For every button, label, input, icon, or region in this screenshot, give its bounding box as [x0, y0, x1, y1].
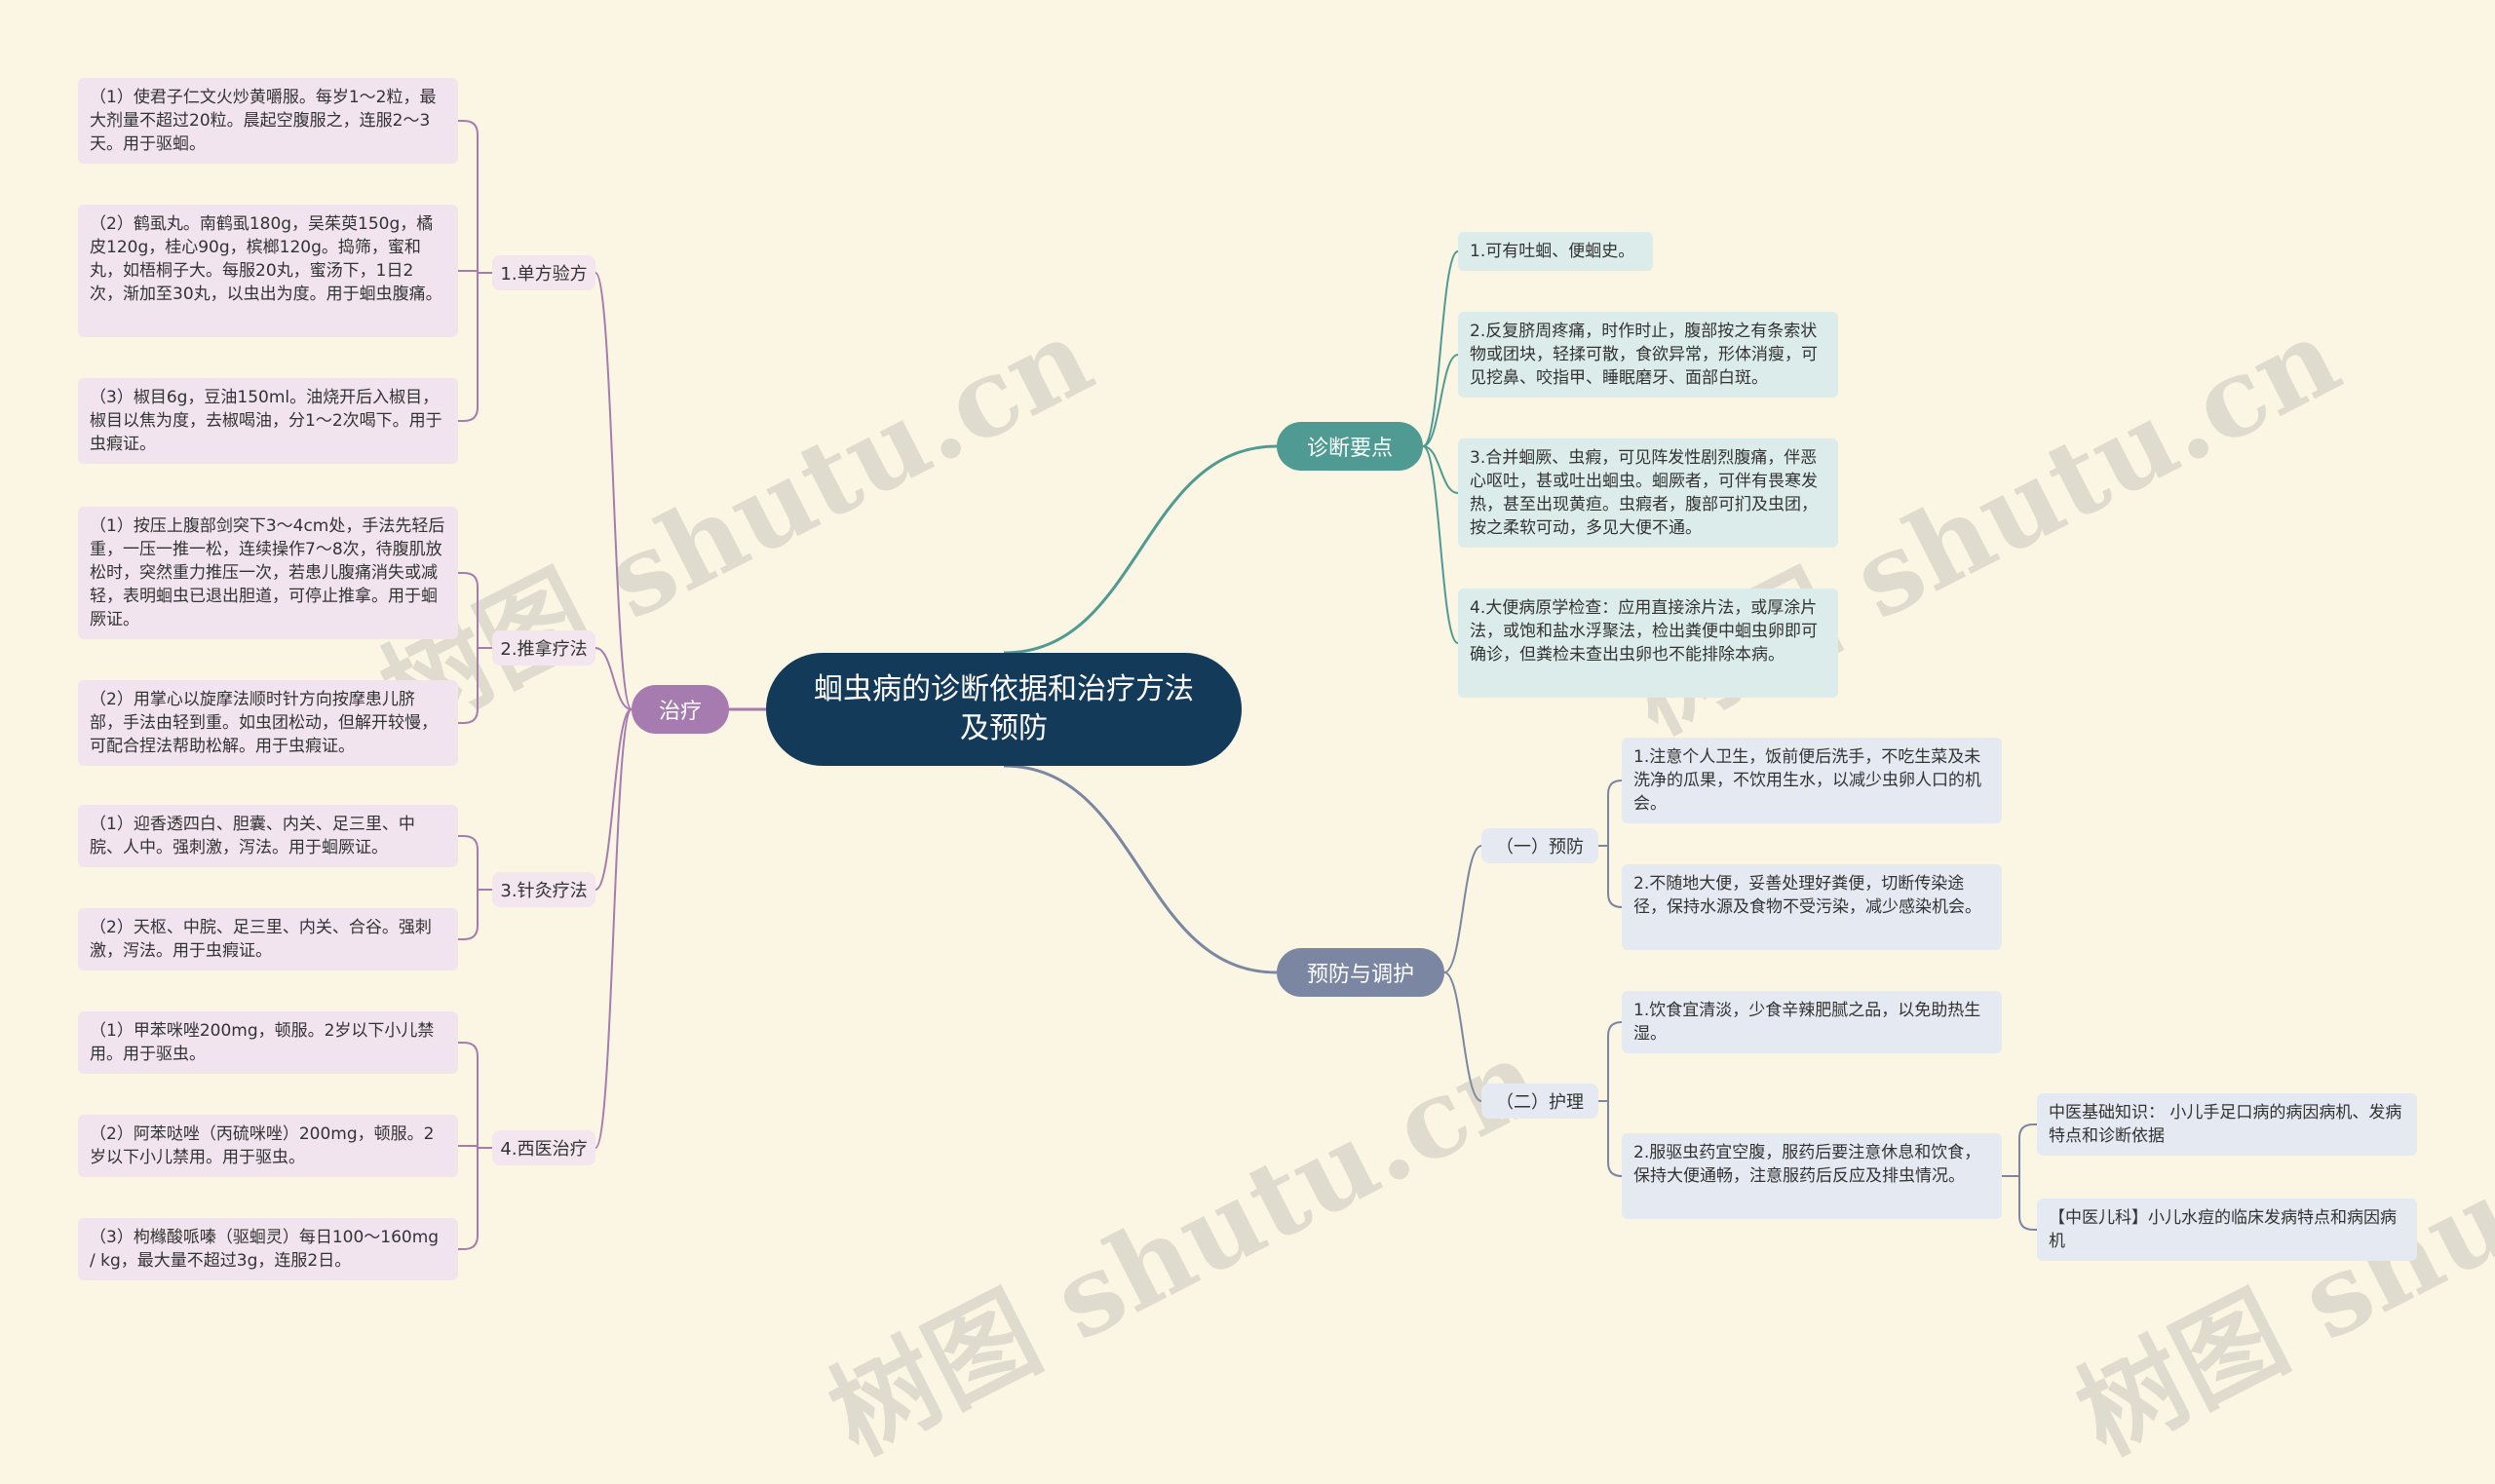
leaf-text: （1）按压上腹部剑突下3～4cm处，手法先轻后重，一压一推一松，连续操作7～8次…	[90, 516, 445, 629]
root-title: 蛔虫病的诊断依据和治疗方法及预防	[814, 672, 1194, 745]
connector-treatment-group	[595, 708, 633, 891]
diagnosis-leaf[interactable]: 3.合并蛔厥、虫瘕，可见阵发性剧烈腹痛，伴恶心呕吐，甚或吐出蛔虫。蛔厥者，可伴有…	[1458, 438, 1838, 548]
leaf-text: （2）鹤虱丸。南鹤虱180g，吴茱萸150g，橘皮120g，桂心90g，槟榔12…	[90, 214, 442, 304]
connector-treatment-leaf	[458, 647, 492, 724]
treatment-group-label: 1.单方验方	[500, 264, 588, 285]
connector-diagnosis-leaf	[1422, 445, 1459, 494]
connector-treatment-leaf	[458, 1147, 492, 1250]
connector-treatment-leaf	[458, 572, 492, 649]
prevention-group-care[interactable]: （二）护理	[1481, 1084, 1598, 1119]
diagnosis-leaf[interactable]: 1.可有吐蛔、便蛔史。	[1458, 232, 1653, 271]
branch-prevention[interactable]: 预防与调护	[1277, 948, 1444, 997]
connector-treatment-group	[595, 647, 633, 710]
connector-treatment-leaf	[458, 120, 492, 274]
leaf-text: （1）迎香透四白、胆囊、内关、足三里、中脘、人中。强刺激，泻法。用于蛔厥证。	[90, 815, 415, 857]
connector-diagnosis-leaf	[1422, 445, 1459, 644]
diagnosis-leaf[interactable]: 4.大便病原学检查：应用直接涂片法，或厚涂片法，或饱和盐水浮聚法，检出粪便中蛔虫…	[1458, 589, 1838, 698]
connector-diagnosis-leaf	[1422, 250, 1459, 447]
connector-related-link	[2002, 1123, 2037, 1177]
prevention-group-prevent[interactable]: （一）预防	[1481, 828, 1598, 863]
branch-treatment-label: 治疗	[658, 700, 702, 724]
leaf-text: 2.反复脐周疼痛，时作时止，腹部按之有条索状物或团块，轻揉可散，食欲异常，形体消…	[1470, 322, 1818, 388]
leaf-text: （2）阿苯哒唑（丙硫咪唑）200mg，顿服。2岁以下小儿禁用。用于驱虫。	[90, 1124, 435, 1167]
connector-diagnosis-leaf	[1422, 354, 1459, 447]
leaf-text: 中医基础知识： 小儿手足口病的病因病机、发病特点和诊断依据	[2049, 1103, 2402, 1146]
prevention-leaf[interactable]: 2.不随地大便，妥善处理好粪便，切断传染途径，保持水源及食物不受污染，减少感染机…	[1622, 864, 2002, 950]
connector-related-link	[2002, 1175, 2037, 1231]
leaf-text: （3）枸橼酸哌嗪（驱蛔灵）每日100～160mg / kg，最大量不超过3g，连…	[90, 1228, 440, 1271]
connector-prevention-leaf	[1598, 1100, 1623, 1177]
leaf-text: （2）天枢、中脘、足三里、内关、合谷。强刺激，泻法。用于虫瘕证。	[90, 918, 432, 961]
prevention-leaf[interactable]: 1.饮食宜清淡，少食辛辣肥腻之品，以免助热生湿。	[1622, 991, 2002, 1053]
treatment-group-massage[interactable]: 2.推拿疗法	[492, 630, 595, 666]
mindmap-connectors	[458, 120, 2037, 1250]
treatment-group-label: 3.针灸疗法	[500, 881, 588, 901]
prevention-leaf[interactable]: 1.注意个人卫生，饭前便后洗手，不吃生菜及未洗净的瓜果，不饮用生水，以减少虫卵人…	[1622, 738, 2002, 823]
leaf-text: （3）椒目6g，豆油150ml。油烧开后入椒目，椒目以焦为度，去椒喝油，分1～2…	[90, 388, 442, 454]
treatment-leaf[interactable]: （3）椒目6g，豆油150ml。油烧开后入椒目，椒目以焦为度，去椒喝油，分1～2…	[78, 378, 458, 464]
connector-treatment-leaf	[458, 835, 492, 891]
treatment-leaf[interactable]: （1）使君子仁文火炒黄嚼服。每岁1～2粒，最大剂量不超过20粒。晨起空腹服之，连…	[78, 78, 458, 164]
leaf-text: 2.不随地大便，妥善处理好粪便，切断传染途径，保持水源及食物不受污染，减少感染机…	[1633, 874, 1981, 917]
connector-root-prevention	[1003, 764, 1278, 974]
leaf-text: 4.大便病原学检查：应用直接涂片法，或厚涂片法，或饱和盐水浮聚法，检出粪便中蛔虫…	[1470, 598, 1818, 665]
connector-prevention-group	[1443, 971, 1482, 1102]
prevention-group-label: （二）护理	[1496, 1092, 1584, 1113]
connector-prevention-leaf	[1598, 845, 1623, 908]
treatment-leaf[interactable]: （1）甲苯咪唑200mg，顿服。2岁以下小儿禁用。用于驱虫。	[78, 1011, 458, 1074]
prevention-leaf[interactable]: 2.服驱虫药宜空腹，服药后要注意休息和饮食，保持大便通畅，注意服药后反应及排虫情…	[1622, 1133, 2002, 1219]
leaf-text: 1.可有吐蛔、便蛔史。	[1470, 242, 1635, 261]
connector-treatment-leaf	[458, 272, 492, 422]
connector-treatment-leaf	[458, 889, 492, 940]
branch-treatment[interactable]: 治疗	[632, 685, 729, 734]
leaf-text: 1.注意个人卫生，饭前便后洗手，不吃生菜及未洗净的瓜果，不饮用生水，以减少虫卵人…	[1633, 747, 1981, 814]
treatment-leaf[interactable]: （1）迎香透四白、胆囊、内关、足三里、中脘、人中。强刺激，泻法。用于蛔厥证。	[78, 805, 458, 867]
treatment-group-western[interactable]: 4.西医治疗	[492, 1130, 595, 1165]
leaf-text: （2）用掌心以旋摩法顺时针方向按摩患儿脐部，手法由轻到重。如虫团松动，但解开较慢…	[90, 690, 438, 756]
connector-treatment-group	[595, 272, 633, 710]
treatment-group-folk-remedy[interactable]: 1.单方验方	[492, 255, 595, 290]
prevention-group-label: （一）预防	[1496, 837, 1584, 857]
connector-prevention-group	[1443, 845, 1482, 973]
leaf-text: 【中医儿科】小儿水痘的临床发病特点和病因病机	[2049, 1208, 2397, 1251]
connector-treatment-group	[595, 708, 633, 1149]
branch-diagnosis-label: 诊断要点	[1306, 437, 1393, 461]
treatment-leaf[interactable]: （1）按压上腹部剑突下3～4cm处，手法先轻后重，一压一推一松，连续操作7～8次…	[78, 507, 458, 639]
connector-prevention-leaf	[1598, 1021, 1623, 1102]
diagnosis-leaf[interactable]: 2.反复脐周疼痛，时作时止，腹部按之有条索状物或团块，轻揉可散，食欲异常，形体消…	[1458, 312, 1838, 398]
treatment-leaf[interactable]: （3）枸橼酸哌嗪（驱蛔灵）每日100～160mg / kg，最大量不超过3g，连…	[78, 1218, 458, 1280]
treatment-leaf[interactable]: （2）天枢、中脘、足三里、内关、合谷。强刺激，泻法。用于虫瘕证。	[78, 908, 458, 970]
related-link[interactable]: 【中医儿科】小儿水痘的临床发病特点和病因病机	[2037, 1199, 2417, 1261]
treatment-group-label: 4.西医治疗	[500, 1139, 588, 1160]
connector-root-diagnosis	[1003, 444, 1278, 655]
leaf-text: 3.合并蛔厥、虫瘕，可见阵发性剧烈腹痛，伴恶心呕吐，甚或吐出蛔虫。蛔厥者，可伴有…	[1470, 448, 1818, 538]
treatment-group-label: 2.推拿疗法	[500, 639, 588, 660]
treatment-group-acupuncture[interactable]: 3.针灸疗法	[492, 872, 595, 907]
root-topic[interactable]: 蛔虫病的诊断依据和治疗方法及预防	[766, 653, 1242, 766]
treatment-leaf[interactable]: （2）用掌心以旋摩法顺时针方向按摩患儿脐部，手法由轻到重。如虫团松动，但解开较慢…	[78, 680, 458, 766]
leaf-text: 1.饮食宜清淡，少食辛辣肥腻之品，以免助热生湿。	[1633, 1001, 1981, 1044]
branch-diagnosis[interactable]: 诊断要点	[1277, 422, 1423, 471]
treatment-leaf[interactable]: （2）鹤虱丸。南鹤虱180g，吴茱萸150g，橘皮120g，桂心90g，槟榔12…	[78, 205, 458, 337]
leaf-text: 2.服驱虫药宜空腹，服药后要注意休息和饮食，保持大便通畅，注意服药后反应及排虫情…	[1633, 1143, 1981, 1186]
leaf-text: （1）使君子仁文火炒黄嚼服。每岁1～2粒，最大剂量不超过20粒。晨起空腹服之，连…	[90, 88, 437, 154]
leaf-text: （1）甲苯咪唑200mg，顿服。2岁以下小儿禁用。用于驱虫。	[90, 1021, 435, 1064]
treatment-leaf[interactable]: （2）阿苯哒唑（丙硫咪唑）200mg，顿服。2岁以下小儿禁用。用于驱虫。	[78, 1115, 458, 1177]
connector-prevention-leaf	[1598, 780, 1623, 847]
connector-treatment-leaf	[458, 1042, 492, 1149]
related-link[interactable]: 中医基础知识： 小儿手足口病的病因病机、发病特点和诊断依据	[2037, 1093, 2417, 1156]
branch-prevention-label: 预防与调护	[1306, 963, 1414, 987]
